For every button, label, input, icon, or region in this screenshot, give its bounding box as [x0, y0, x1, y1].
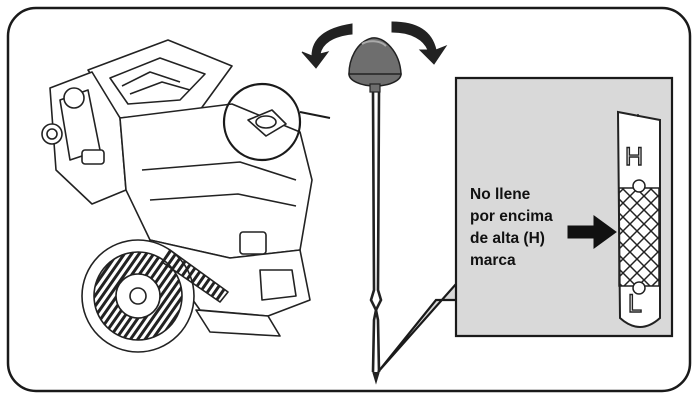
- callout-line-3: de alta (H): [470, 228, 590, 250]
- low-mark-label: L: [628, 292, 642, 317]
- callout-line-2: por encima: [470, 206, 590, 228]
- high-mark-label: H: [625, 145, 643, 170]
- callout-text: No llene por encima de alta (H) marca: [470, 184, 590, 272]
- callout-line-1: No llene: [470, 184, 590, 206]
- callout-line-4: marca: [470, 250, 590, 272]
